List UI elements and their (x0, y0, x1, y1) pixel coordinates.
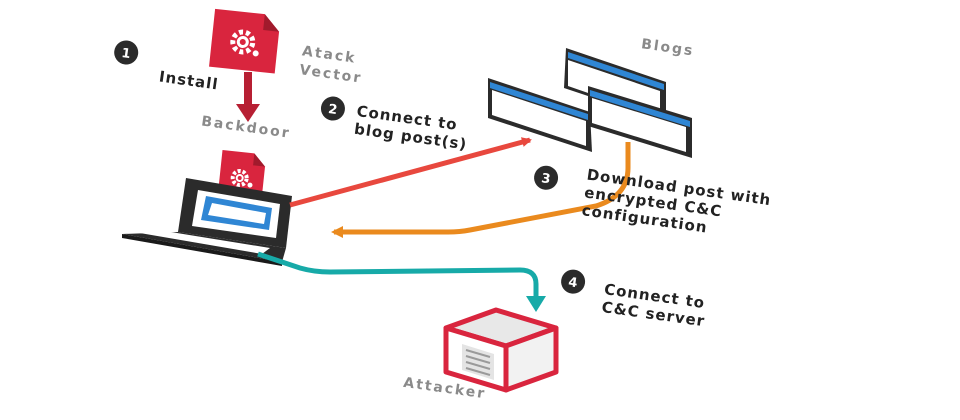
gear-icon (230, 29, 259, 57)
download-post-arrow (331, 142, 631, 238)
svg-text:Atack: Atack (301, 43, 357, 66)
step-1: 1 Install (114, 40, 220, 94)
step-3-badge (534, 165, 559, 190)
attack-vector-label: Atack Vector (298, 43, 363, 86)
svg-text:2: 2 (327, 102, 338, 118)
install-arrow (236, 72, 260, 122)
svg-text:Blogs: Blogs (640, 36, 695, 59)
svg-text:1: 1 (120, 46, 131, 62)
blogs-label: Blogs (640, 36, 695, 59)
step-4: 4 Connect to C&C server (561, 269, 706, 330)
gear-icon (230, 168, 253, 188)
attack-vector-document (209, 8, 280, 74)
step-1-badge (114, 40, 139, 65)
connect-cnc-arrow (257, 251, 546, 312)
step-2-badge (320, 96, 345, 121)
blog-server-left (488, 78, 592, 152)
step-4-badge (561, 269, 586, 294)
step-3: 3 Download post with encrypted C&C confi… (534, 165, 772, 237)
attacker-server (443, 307, 559, 393)
svg-text:3: 3 (540, 171, 551, 187)
blog-server-right (588, 86, 692, 158)
step-1-label: Install (158, 67, 220, 93)
victim-laptop (122, 150, 292, 266)
svg-text:4: 4 (567, 275, 578, 291)
blogs-servers (488, 48, 692, 158)
connect-to-blog-arrow (289, 137, 532, 208)
step-2: 2 Connect to blog post(s) (320, 96, 468, 153)
